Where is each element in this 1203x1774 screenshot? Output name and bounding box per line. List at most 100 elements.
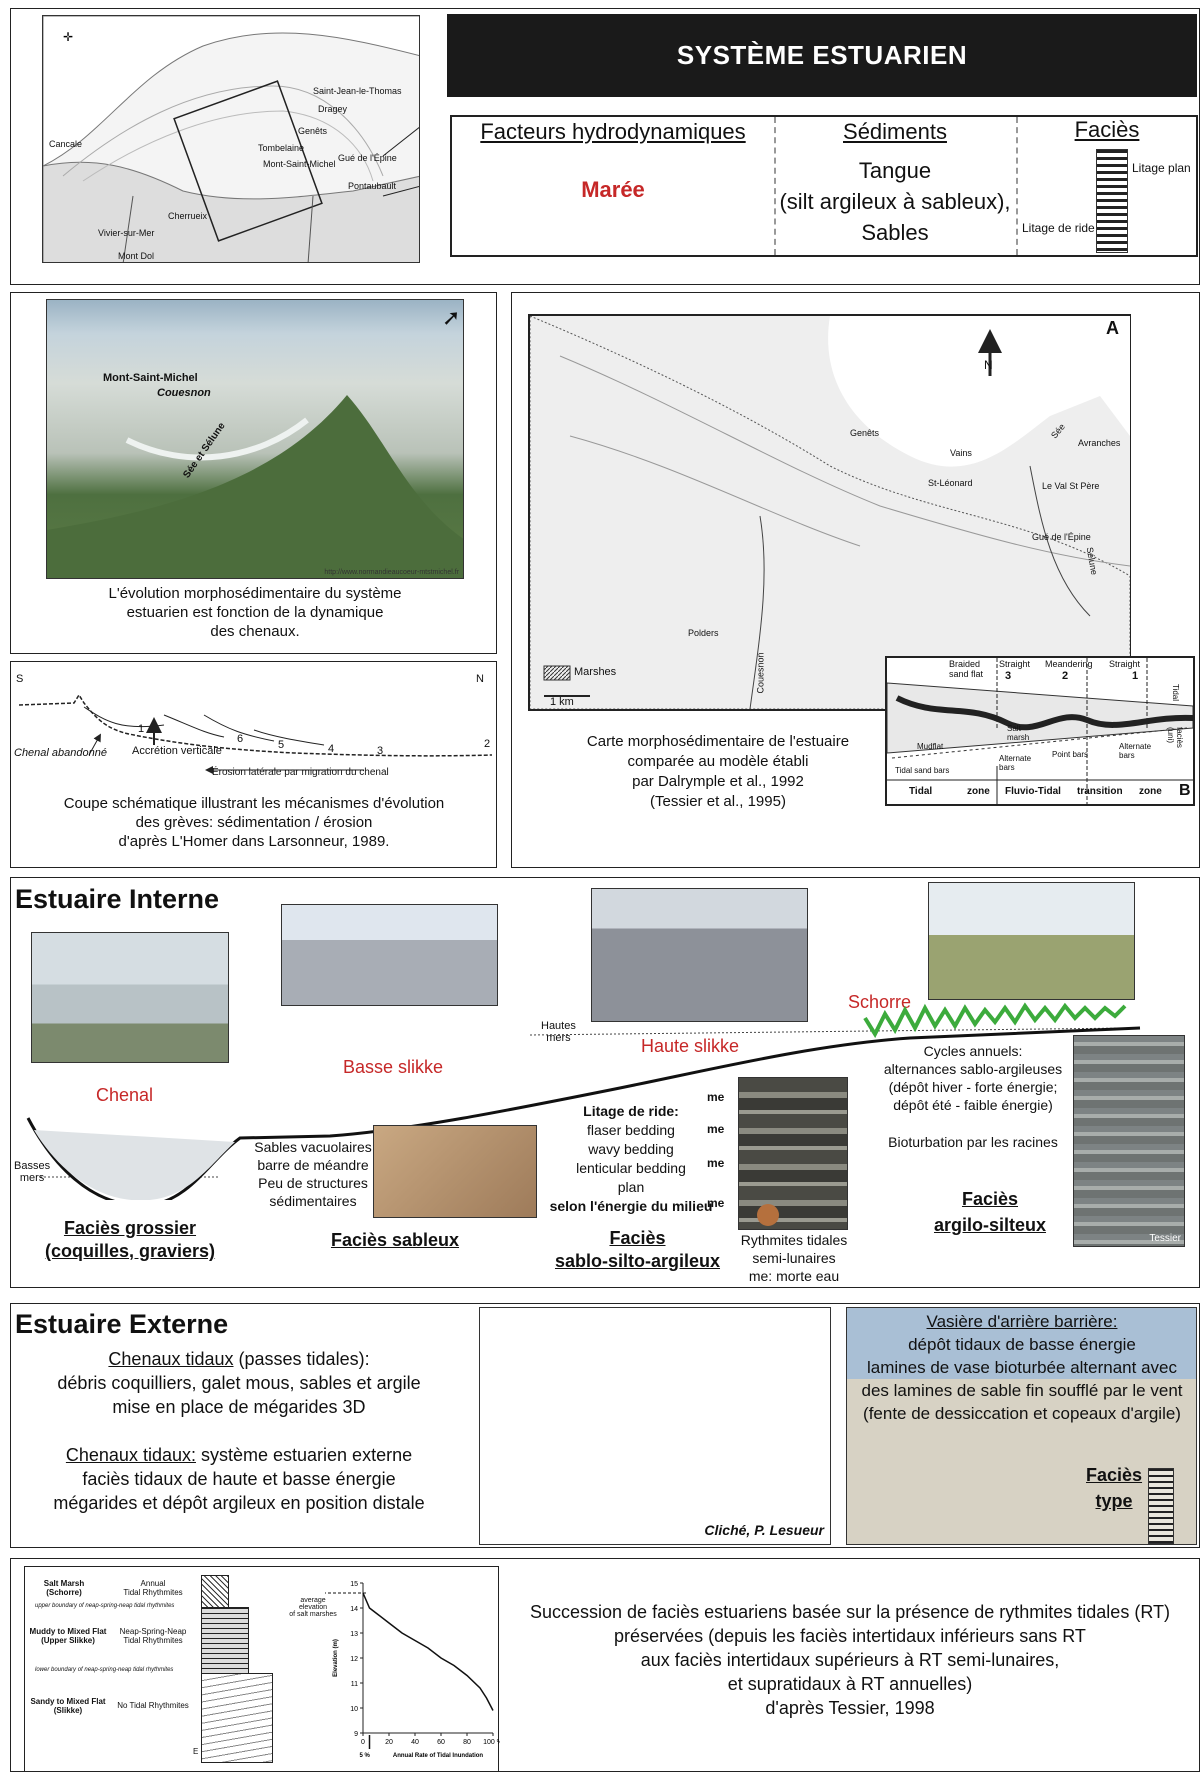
- map-place: Vivier-sur-Mer: [98, 228, 155, 238]
- cycles-line: dépôt été - faible énergie): [893, 1097, 1053, 1113]
- log-zone-name: Muddy to Mixed Flat: [29, 1627, 107, 1636]
- label-schorre: Schorre: [848, 992, 912, 1012]
- ride-line: selon l'énergie du milieu: [549, 1198, 713, 1214]
- basses-mers-line: Basses: [14, 1160, 51, 1172]
- sand-line: sédimentaires: [269, 1193, 357, 1209]
- photo-credit: Cliché, P. Lesueur: [704, 1522, 824, 1538]
- facies-column-icon: [1096, 149, 1128, 253]
- succession-figure: Salt Marsh (Schorre) Annual Tidal Rhythm…: [24, 1566, 500, 1772]
- caption-line: (Tessier et al., 1995): [650, 793, 786, 810]
- map-place: Polders: [688, 628, 719, 638]
- facteurs-table: Facteurs hydrodynamiques Marée Sédiments…: [450, 115, 1198, 257]
- label-chenal: Chenal: [96, 1085, 154, 1105]
- model-zone: zone: [1139, 786, 1162, 797]
- model-number: 3: [1005, 670, 1012, 682]
- map-scale: 1 km: [550, 696, 574, 708]
- label-basses-mers: Basses mers: [14, 1160, 50, 1184]
- basses-mers-line: mers: [19, 1172, 45, 1184]
- facies-line: Faciès grossier: [63, 1218, 197, 1238]
- model-inner: Mudflat: [917, 742, 944, 751]
- x-axis-label: Annual Rate of Tidal Inundation: [393, 1753, 484, 1759]
- profile-number: 3: [377, 745, 384, 757]
- model-top: Braided sand flat: [949, 659, 984, 679]
- facies-type-column: [1148, 1468, 1174, 1544]
- profile-south: S: [16, 673, 24, 685]
- chenaux-line: débris coquilliers, galet mous, sables e…: [57, 1373, 421, 1393]
- label-basse-slikke: Basse slikke: [343, 1057, 444, 1077]
- facies-label-top: Litage plan: [1132, 161, 1191, 175]
- caption-line: Succession de faciès estuariens basée su…: [530, 1602, 1170, 1622]
- aerial-credit: http://www.normandieaucoeur-mtstmichel.f…: [324, 569, 459, 576]
- bay-map-svg: ✛: [43, 16, 419, 262]
- external-text: Chenaux tidaux (passes tidales): débris …: [14, 1347, 464, 1515]
- divider: [1016, 117, 1018, 255]
- col-head-facies: Faciès: [1074, 117, 1140, 142]
- sand-line: Sables vacuolaires: [254, 1139, 372, 1155]
- succession-caption: Succession de faciès estuariens basée su…: [505, 1600, 1195, 1720]
- me-label: me: [707, 1090, 725, 1104]
- e-label: E: [193, 1747, 199, 1756]
- aerial-photo: ➚ Mont-Saint-Michel Couesnon Sée et Sélu…: [46, 299, 464, 579]
- log-desc-line: Tidal Rhythmites: [123, 1636, 183, 1645]
- photo-sand-outcrop: [373, 1125, 537, 1218]
- col-head-hydro: Facteurs hydrodynamiques: [480, 119, 746, 144]
- elevation-line: [362, 1592, 494, 1711]
- chenaux-rest: système estuarien externe: [195, 1445, 413, 1465]
- map-place: Avranches: [1078, 438, 1121, 448]
- aerial-terrain-svg: ➚: [47, 305, 463, 578]
- ride-line: plan: [617, 1179, 645, 1195]
- profile-number: 5: [278, 739, 285, 751]
- caption-line: L'évolution morphosédimentaire du systèm…: [108, 585, 402, 602]
- page-title-bar: SYSTÈME ESTUARIEN: [447, 14, 1197, 97]
- map-place: Tombelaine: [258, 143, 305, 153]
- log-desc-line: Tidal Rhythmites: [123, 1588, 183, 1597]
- cycles-block: Cycles annuels: alternances sablo-argile…: [868, 1042, 1078, 1114]
- model-inner: Tidal: [1171, 683, 1181, 702]
- photo-schorre: [928, 882, 1135, 1000]
- photo-basse-slikke: [281, 904, 498, 1006]
- model-top: Straight: [1109, 659, 1141, 669]
- profile-caption: Coupe schématique illustrant les mécanis…: [14, 794, 494, 851]
- x-tick-label: 80: [463, 1739, 471, 1746]
- profile-number: 6: [237, 733, 244, 745]
- facies-label-bottom: Litage de ride: [1022, 221, 1095, 235]
- col-sediments-text: Tangue (silt argileux à sableux), Sables: [774, 155, 1016, 248]
- me-label: me: [707, 1156, 725, 1170]
- facies-line: Faciès: [961, 1189, 1019, 1209]
- tessier-credit: Tessier: [1149, 1233, 1181, 1244]
- sediment-line: (silt argileux à sableux),: [779, 189, 1011, 214]
- vasiere-text: Vasière d'arrière barrière: dépôt tidaux…: [848, 1310, 1196, 1425]
- photo-rythmites: [738, 1077, 848, 1230]
- model-inner: faciès (uni): [1166, 727, 1184, 748]
- model-top: Straight: [999, 659, 1031, 669]
- chenaux-line: Chenaux tidaux: système estuarien extern…: [14, 1443, 464, 1467]
- caption-line: des grèves: sédimentation / érosion: [135, 814, 373, 831]
- chenaux-title: Chenaux tidaux: [108, 1349, 234, 1369]
- north-arrow-icon: ➚: [442, 305, 460, 330]
- boundary-lower: lower boundary of neap-spring-neap tidal…: [35, 1667, 174, 1673]
- profile-diagram: S N Chenal abandonné Accrétion verticale…: [14, 673, 494, 787]
- avg-line: elevation: [298, 1604, 328, 1611]
- map-legend-marsh: Marshes: [574, 666, 617, 678]
- internal-title: Estuaire Interne: [15, 884, 220, 914]
- log-zone: Muddy to Mixed Flat (Upper Slikke): [27, 1627, 109, 1645]
- bioturb-text: Bioturbation par les racines: [888, 1134, 1058, 1150]
- ride-title: Litage de ride:: [583, 1103, 679, 1119]
- profile-label: Érosion latérale par migration du chenal: [212, 767, 389, 778]
- log-zone-name: (Schorre): [46, 1588, 82, 1597]
- model-zone: zone: [967, 786, 990, 797]
- caption-line: Coupe schématique illustrant les mécanis…: [63, 795, 445, 812]
- model-inner: Alternate bars: [999, 754, 1032, 772]
- map-place: Gué de l'Épine: [338, 153, 397, 163]
- map-place: Mont-Saint-Michel: [263, 159, 336, 169]
- chenaux-title: Chenaux tidaux:: [65, 1445, 196, 1465]
- vasiere-line: dépôt tidaux de basse énergie: [908, 1335, 1136, 1354]
- ride-line: flaser bedding: [587, 1122, 675, 1138]
- aerial-label: Mont-Saint-Michel: [103, 372, 198, 384]
- y-tick-label: 14: [350, 1606, 358, 1613]
- map-place: Dragey: [318, 104, 348, 114]
- sand-line: barre de méandre: [257, 1157, 369, 1173]
- hautes-mers-line: mers: [546, 1032, 571, 1044]
- log-column: [201, 1575, 273, 1763]
